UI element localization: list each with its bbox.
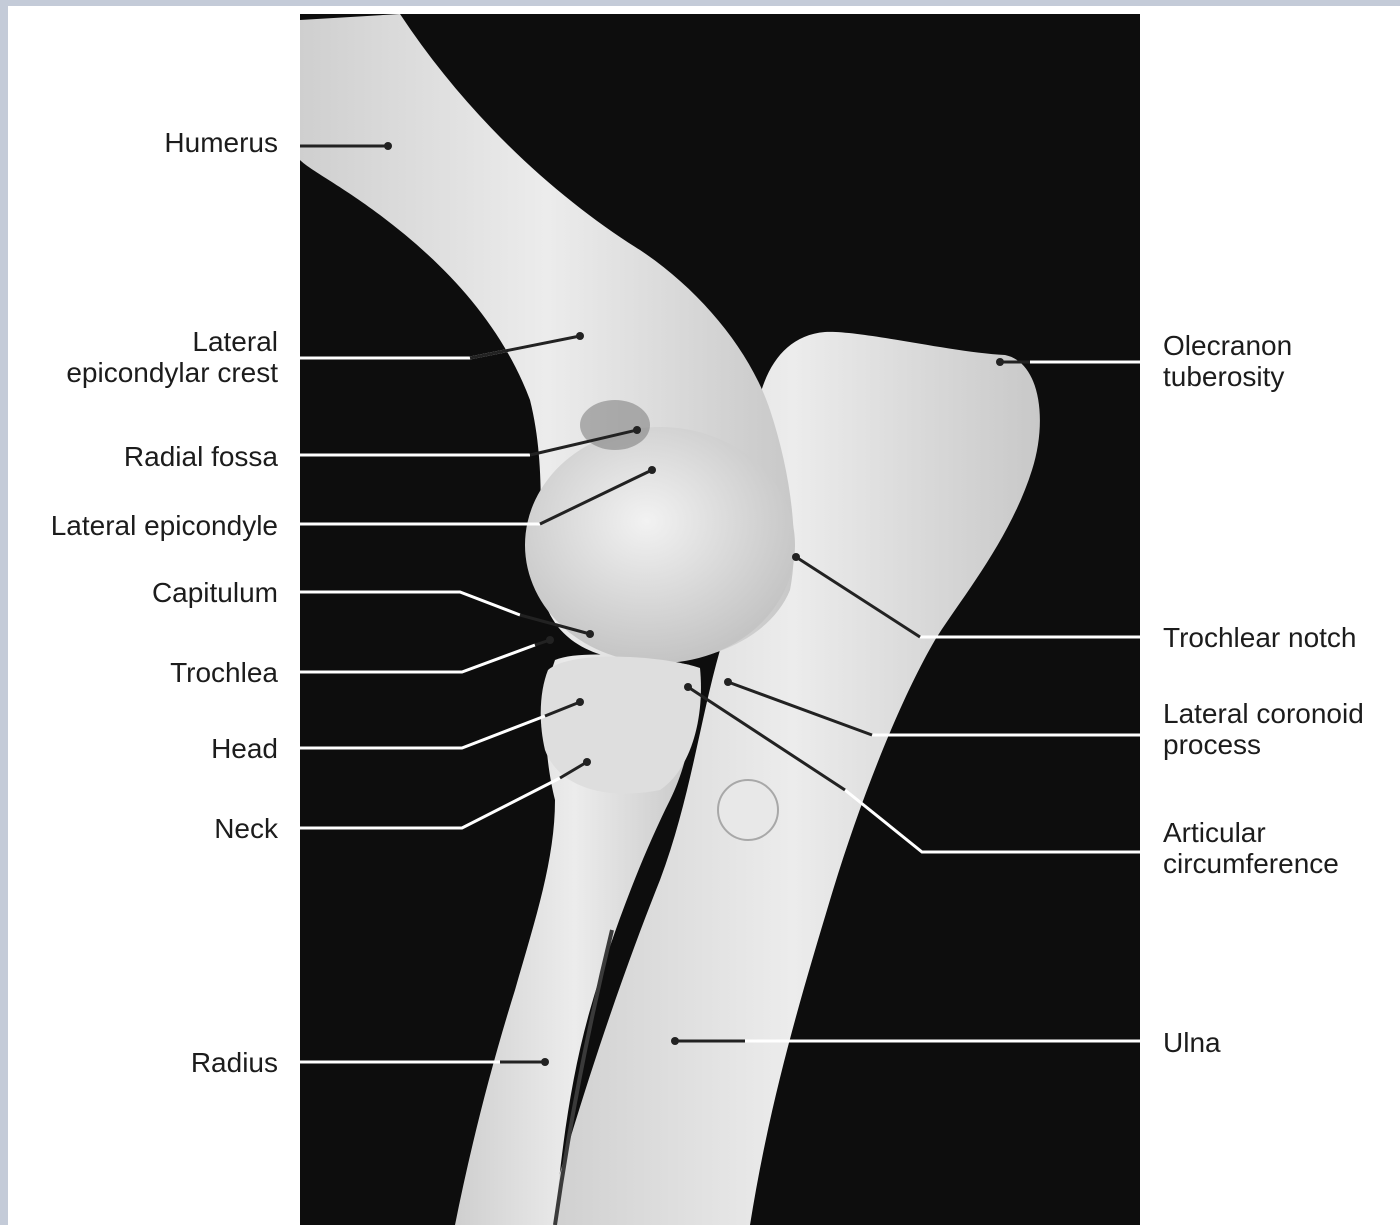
ulna-feature bbox=[718, 780, 778, 840]
label-olecranon-tuberosity: Olecranon tuberosity bbox=[1163, 330, 1292, 392]
label-lateral-coronoid-process: Lateral coronoid process bbox=[1163, 698, 1364, 760]
label-ulna: Ulna bbox=[1163, 1027, 1221, 1058]
label-capitulum: Capitulum bbox=[152, 577, 278, 608]
radial-fossa-shadow bbox=[580, 400, 650, 450]
label-lateral-epicondylar-crest: Lateral epicondylar crest bbox=[66, 326, 278, 388]
label-lateral-epicondyle: Lateral epicondyle bbox=[51, 510, 278, 541]
label-humerus: Humerus bbox=[164, 127, 278, 158]
label-radius: Radius bbox=[191, 1047, 278, 1078]
label-radial-fossa: Radial fossa bbox=[124, 441, 278, 472]
label-neck: Neck bbox=[214, 813, 278, 844]
label-head: Head bbox=[211, 733, 278, 764]
radial-head bbox=[541, 657, 701, 794]
label-trochlea: Trochlea bbox=[170, 657, 278, 688]
label-articular-circumference: Articular circumference bbox=[1163, 817, 1339, 879]
label-trochlear-notch: Trochlear notch bbox=[1163, 622, 1357, 653]
